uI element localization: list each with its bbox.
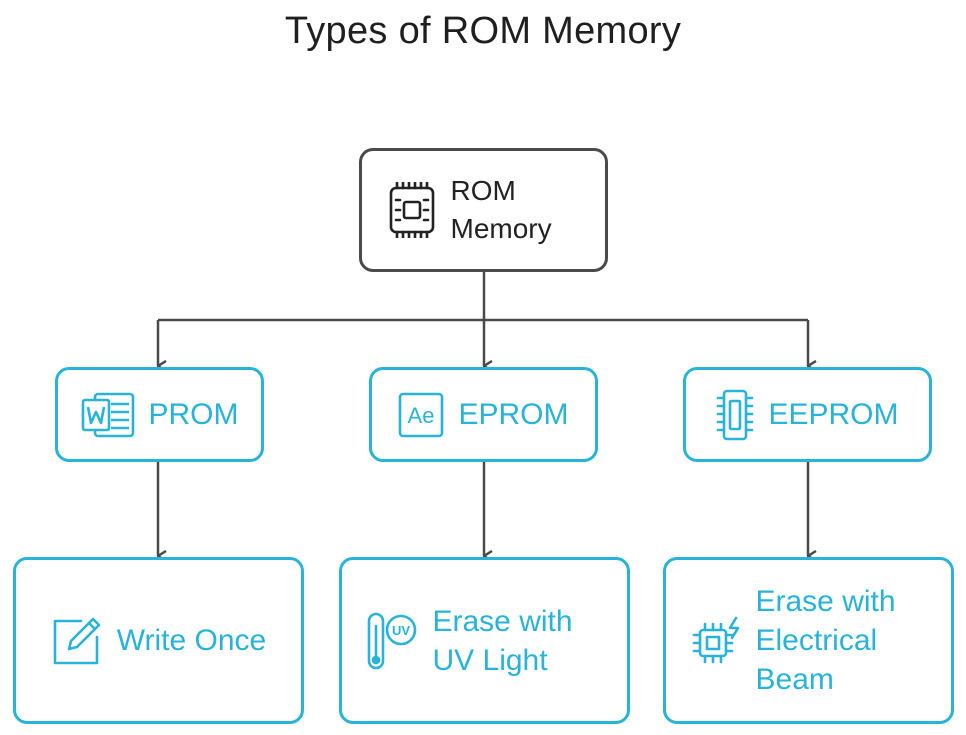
svg-text:Ae: Ae [408, 403, 435, 428]
type-label-eprom: EPROM [458, 397, 569, 431]
uv-tube-icon: UV [367, 612, 419, 670]
circuit-board-icon [387, 182, 437, 238]
property-node-uv-light: UV Erase with UV Light [339, 557, 630, 724]
root-node: ROM Memory [359, 148, 608, 272]
chip-icon [716, 389, 754, 441]
ae-badge-icon: Ae [398, 392, 444, 438]
property-label-electrical-beam: Erase with Electrical Beam [755, 585, 896, 696]
property-label-uv-light: Erase with UV Light [432, 604, 573, 677]
svg-text:UV: UV [391, 623, 409, 638]
chip-bolt-icon [692, 616, 742, 666]
type-label-prom: PROM [148, 397, 239, 431]
type-node-prom: PROM [55, 367, 264, 462]
type-node-eeprom: EEPROM [683, 367, 932, 462]
edit-pencil-icon [51, 615, 103, 667]
root-label: ROM Memory [450, 175, 552, 244]
property-label-write-once: Write Once [116, 624, 267, 657]
word-document-icon [81, 392, 135, 438]
diagram-title: Types of ROM Memory [284, 10, 682, 52]
type-node-eprom: Ae EPROM [369, 367, 598, 462]
property-node-write-once: Write Once [13, 557, 304, 724]
property-node-electrical-beam: Erase with Electrical Beam [663, 557, 954, 724]
type-label-eeprom: EEPROM [768, 397, 899, 431]
